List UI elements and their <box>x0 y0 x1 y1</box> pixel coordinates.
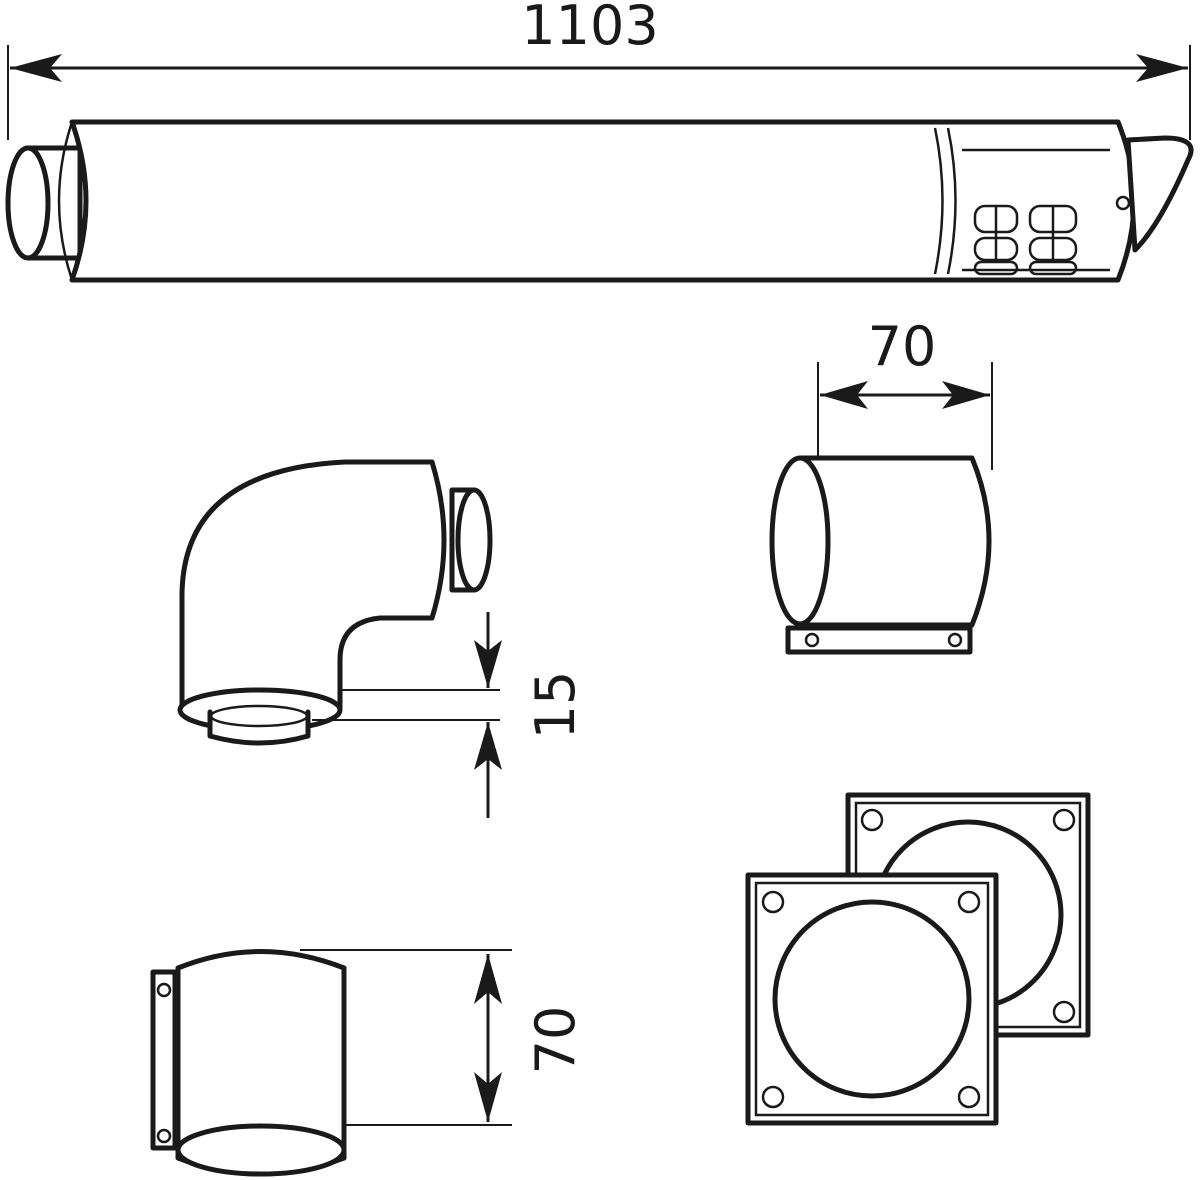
extension-clamp-screw-right <box>947 632 963 648</box>
flue-screw-icon <box>1115 195 1131 211</box>
elbow: 15 <box>177 459 587 818</box>
sleeve-clamp-screw-top <box>156 982 172 998</box>
extension-arrow-left <box>820 381 868 409</box>
rosette-back-hole-tl <box>860 808 884 832</box>
rosette-front-ring <box>772 899 972 1099</box>
elbow-bottom-spigot-rim <box>209 704 309 728</box>
rosette-front-inner <box>754 881 990 1117</box>
extension-piece: 70 <box>769 315 993 655</box>
flue-arrow-left <box>10 54 62 82</box>
extension-clamp <box>785 625 973 655</box>
extension-open-end <box>769 455 831 627</box>
extension-clamp-screw-left <box>804 632 820 648</box>
extension-body <box>797 455 992 628</box>
elbow-arrow-down <box>474 640 502 688</box>
flue-inner-pipe-end <box>5 145 51 261</box>
rosette-back-hole-br <box>1052 1000 1076 1024</box>
flue-terminal: 1103 <box>5 0 1194 283</box>
flue-band-ring-2 <box>946 127 957 275</box>
sleeve-clamp-screw-bottom <box>156 1128 172 1144</box>
sleeve-arrow-up <box>474 954 502 1004</box>
flue-rain-cowl <box>1125 135 1194 253</box>
flue-air-slots <box>973 204 1078 276</box>
extension-length-label: 70 <box>868 315 937 378</box>
rosette-back-hole-tr <box>1052 808 1076 832</box>
flue-length-label: 1103 <box>521 0 658 57</box>
rosette-front-hole-tl <box>761 890 785 914</box>
rosette-front-hole-br <box>957 1085 981 1109</box>
flue-outer-tube-rim <box>57 121 74 281</box>
flue-outer-tube <box>69 119 1137 283</box>
wall-sleeve: 70 <box>150 949 587 1177</box>
sleeve-bottom-mouth <box>175 1123 347 1177</box>
elbow-offset-label: 15 <box>524 671 587 740</box>
elbow-arrow-up <box>474 722 502 770</box>
elbow-body <box>179 459 447 711</box>
rosette-front-hole-tr <box>957 890 981 914</box>
rosette-front-hole-bl <box>761 1085 785 1109</box>
sleeve-height-label: 70 <box>524 1006 587 1075</box>
sleeve-clamp <box>150 969 178 1151</box>
extension-arrow-right <box>942 381 990 409</box>
flue-arrow-right <box>1136 54 1188 82</box>
elbow-spigot-end <box>455 487 493 593</box>
flue-band-ring-1 <box>933 127 944 275</box>
rosette-front <box>745 872 999 1126</box>
wall-rosettes <box>745 792 1091 1126</box>
sleeve-arrow-down <box>474 1072 502 1122</box>
elbow-bottom-spigot <box>207 709 311 746</box>
